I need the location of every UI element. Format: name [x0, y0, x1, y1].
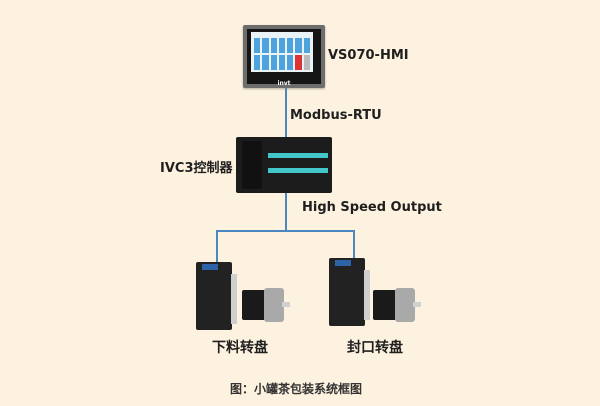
connector-right-drop — [353, 230, 355, 262]
connector-left-drop — [216, 230, 218, 265]
plc-controller — [236, 137, 332, 193]
controller-label: IVC3控制器 — [160, 161, 233, 176]
connector-hmi-plc — [285, 88, 287, 138]
drive-left-label: 下料转盘 — [212, 340, 268, 356]
hmi-screen — [251, 32, 313, 72]
figure-caption: 图：小罐茶包装系统框图 — [230, 382, 363, 396]
modbus-label: Modbus-RTU — [290, 108, 382, 123]
servo-motor-right — [373, 288, 421, 322]
hmi-label: VS070-HMI — [328, 48, 409, 63]
servo-drive-right — [329, 258, 370, 326]
connector-plc-bus — [285, 193, 287, 232]
connector-bus — [216, 230, 355, 232]
drive-right-label: 封口转盘 — [347, 340, 403, 356]
high-speed-output-label: High Speed Output — [302, 200, 442, 215]
hmi-device: invt — [243, 25, 325, 88]
servo-drive-left — [196, 262, 237, 330]
servo-motor-left — [242, 288, 290, 322]
hmi-logo: invt — [277, 80, 291, 87]
